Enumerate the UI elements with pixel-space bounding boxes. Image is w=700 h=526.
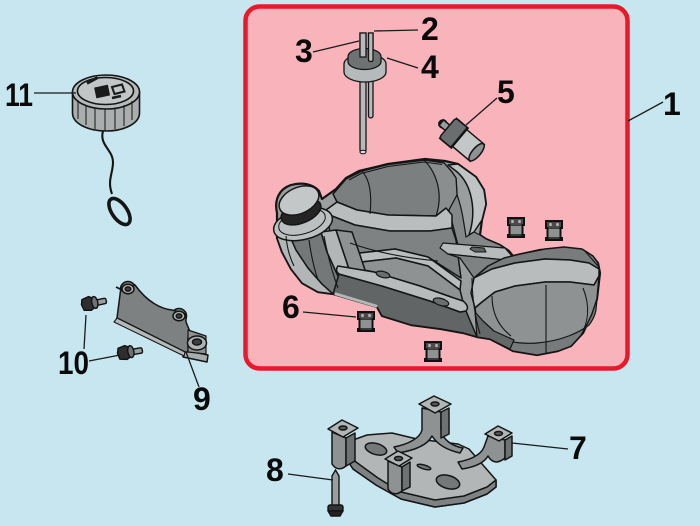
svg-text:9: 9: [193, 381, 211, 417]
svg-text:3: 3: [295, 33, 313, 69]
svg-text:4: 4: [421, 49, 439, 85]
svg-text:8: 8: [266, 452, 284, 488]
svg-text:6: 6: [282, 289, 300, 325]
svg-text:1: 1: [663, 86, 681, 122]
svg-text:11: 11: [5, 77, 33, 113]
svg-text:2: 2: [421, 11, 439, 47]
svg-text:10: 10: [58, 345, 89, 381]
svg-text:7: 7: [569, 430, 587, 466]
svg-text:5: 5: [497, 74, 515, 110]
